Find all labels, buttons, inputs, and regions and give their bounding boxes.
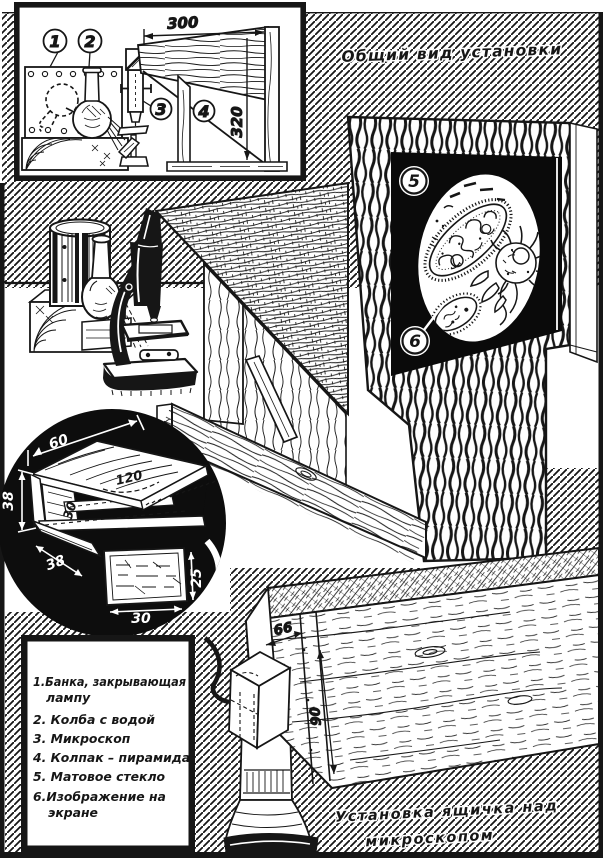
microscope (102, 208, 199, 397)
legend-item-5: 5. Матовое стекло (33, 769, 166, 784)
microscope-stage (120, 319, 190, 342)
callout-6-number: 6 (409, 332, 421, 352)
inset-front-board (177, 74, 191, 168)
detail-box (29, 440, 226, 558)
microscope-tube (122, 208, 163, 323)
projected-image: 5 6 (399, 166, 552, 356)
screen-box: 5 6 (346, 115, 598, 563)
callout-5: 5 (399, 166, 429, 196)
legend-item-1b: лампу (46, 690, 91, 705)
legend-item-1: 1.Банка, закрывающая (33, 674, 186, 689)
inset-flask (72, 67, 112, 139)
microscope-arm (109, 251, 152, 366)
leaning-stick (244, 354, 299, 444)
organelle-shapes (469, 269, 507, 314)
hidden-lamp (38, 83, 79, 133)
dim-90-label: 90 (307, 706, 325, 726)
dim-120-label: 120 (114, 468, 144, 489)
legend-box: 1.Банка, закрывающая лампу 2. Колба с во… (21, 635, 195, 852)
callout-3-number: 3 (155, 100, 166, 119)
microscope-substage (139, 349, 179, 361)
dim-66 (265, 631, 303, 646)
cable (203, 636, 230, 705)
paramecium-large (423, 198, 513, 282)
callout-2-number: 2 (84, 32, 95, 51)
legend-item-4: 4. Колпак – пирамида (32, 750, 190, 765)
inset-post (264, 26, 280, 172)
dim-300 (143, 29, 265, 45)
legend-items: 1.Банка, закрывающая лампу 2. Колба с во… (32, 674, 190, 820)
dim-25-label: 25 (189, 568, 205, 588)
schematic-inset: 300 320 1 2 3 4 (13, 2, 306, 181)
dim-30-inner-label: 30 (61, 500, 81, 522)
microbes (423, 181, 552, 336)
legend-item-3: 3. Микроскоп (33, 731, 131, 746)
dim-300-label: 300 (167, 13, 199, 33)
detail-circle: 60 38 120 30 38 25 30 (0, 409, 230, 705)
inset-stand (116, 125, 150, 167)
legend-item-6b: экране (48, 805, 98, 820)
dim-60-label: 60 (47, 431, 71, 453)
callout-4-number: 4 (197, 102, 209, 121)
callout-1-number: 1 (49, 32, 60, 51)
dim-66-label: 66 (272, 619, 294, 639)
light-rays (106, 116, 127, 151)
callout-6: 6 (400, 304, 444, 356)
box-front-grain (269, 611, 563, 761)
ciliate-round (490, 225, 552, 326)
legend-item-2: 2. Колба с водой (33, 712, 155, 727)
dim-30-plate-label: 30 (131, 611, 151, 627)
dim-320 (244, 38, 251, 160)
focus-knobs (120, 84, 152, 93)
floating-debris (429, 181, 506, 248)
dim-320-label: 320 (228, 106, 246, 137)
inset-block (21, 137, 129, 171)
dim-90 (317, 649, 337, 775)
ground-glass-plate (103, 547, 188, 606)
box-end-frame (299, 611, 331, 785)
rear-board (569, 122, 598, 364)
pyramid-hood (153, 181, 349, 489)
box-over-microscope: 66 90 (223, 546, 600, 853)
water-flask (81, 234, 121, 320)
callout-5-number: 5 (408, 172, 420, 192)
dim-38-side-label: 38 (1, 491, 17, 511)
legend-item-6: 6.Изображение на (33, 789, 166, 804)
dim-38-front-label: 38 (44, 552, 68, 574)
cube-adapter (228, 650, 292, 750)
inset-callouts (42, 28, 216, 123)
